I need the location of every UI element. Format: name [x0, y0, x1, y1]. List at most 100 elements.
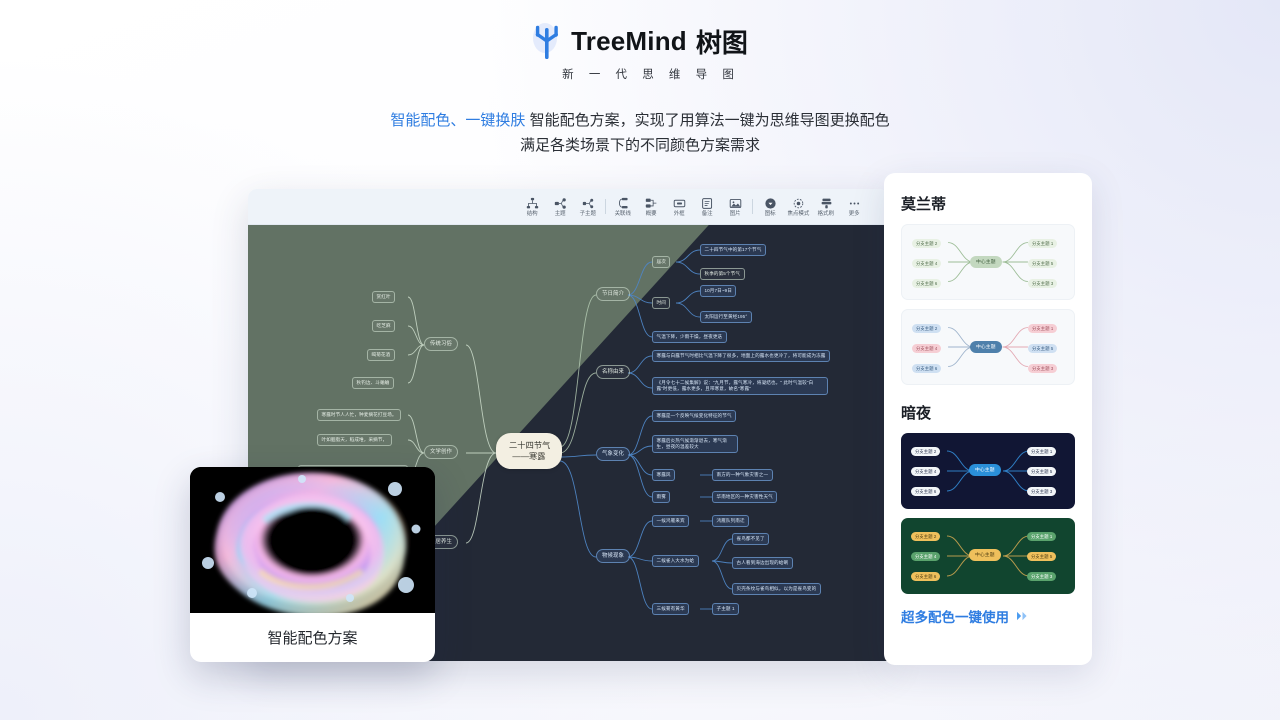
toolbar-button-sticker[interactable]: 图标	[756, 197, 784, 217]
branch-node-literature[interactable]: 文学创作	[424, 445, 458, 459]
topic-icon	[554, 197, 566, 209]
toolbar-label: 焦点模式	[787, 210, 809, 217]
sub-node-order[interactable]: 届次	[652, 256, 671, 269]
brand-name-cn: 树图	[695, 27, 748, 58]
toolbar-label: 格式刷	[817, 210, 835, 217]
branch-node-traditions[interactable]: 传统习俗	[424, 337, 458, 351]
theme-node: 分支主题 4	[912, 344, 942, 353]
theme-node: 分支主题 5	[1028, 344, 1058, 353]
colorful-swirl-artwork	[190, 467, 435, 613]
leaf-node[interactable]: 雨雾	[652, 491, 671, 504]
swirl-illustration	[190, 467, 435, 613]
toolbar-label: 结构	[526, 210, 538, 217]
toolbar-label: 子主题	[579, 210, 597, 217]
theme-node: 分支主题 1	[1027, 532, 1057, 541]
theme-node: 分支主题 3	[1027, 487, 1057, 496]
branch-node-festival-intro[interactable]: 节日简介	[596, 287, 630, 301]
tagline-line-1: 智能配色、一键换肤 智能配色方案，实现了用算法一键为思维导图更换配色	[0, 108, 1280, 133]
leaf-node[interactable]: 寒露时节人人忙，种麦摘花打豆场。	[317, 409, 402, 422]
theme-node: 分支主题 4	[912, 259, 942, 268]
leaf-node[interactable]: 10月7日~9日	[700, 285, 737, 298]
brand-slogan: 新 一 代 思 维 导 图	[562, 69, 740, 81]
leaf-node[interactable]: 子主题 1	[712, 603, 740, 616]
leaf-node[interactable]: 赏红叶	[372, 291, 396, 304]
summary-icon	[645, 198, 656, 208]
toolbar-button-format-brush[interactable]: 格式刷	[812, 197, 840, 217]
leaf-node[interactable]: 二十四节气中的第17个节气	[700, 244, 766, 257]
toolbar-button-topic[interactable]: 主题	[546, 197, 574, 217]
toolbar-button-image[interactable]: 图片	[721, 197, 749, 217]
page-header: TreeMind 树图 新 一 代 思 维 导 图 智能配色、一键换肤 智能配色…	[0, 0, 1280, 158]
leaf-node[interactable]: 古人看到海边出现的蛤蜊	[732, 557, 793, 570]
toolbar-label: 图标	[764, 210, 776, 217]
format-brush-icon	[821, 198, 831, 208]
theme-center-node: 中心主题	[970, 341, 1002, 353]
theme-node: 分支主题 3	[1028, 279, 1058, 288]
leaf-node[interactable]: 华南地区的一种灾害性天气	[712, 491, 778, 504]
leaf-node[interactable]: 二候雀入大水为蛤	[652, 555, 699, 568]
subtopic-icon	[582, 198, 593, 208]
leaf-node[interactable]: 秋季的第5个节气	[700, 268, 745, 281]
theme-node: 分支主题 5	[1027, 467, 1057, 476]
leaf-node[interactable]: 寒露与白露节气时相比气温下降了很多，地面上的露水也更冷了，将可能成为冻露	[652, 350, 830, 363]
sticker-icon	[764, 197, 776, 209]
theme-card-morandi-green[interactable]: 中心主题 分支主题 2 分支主题 4 分支主题 6 分支主题 1 分支主题 5 …	[901, 224, 1075, 300]
leaf-node[interactable]: 寒露风	[652, 469, 676, 482]
leaf-node[interactable]: 南方的一种气象灾害之一	[712, 469, 773, 482]
toolbar-button-summary[interactable]: 概要	[637, 197, 665, 217]
theme-card-morandi-blue-pink[interactable]: 中心主题 分支主题 2 分支主题 4 分支主题 6 分支主题 1 分支主题 5 …	[901, 309, 1075, 385]
leaf-node[interactable]: 贝壳条纹与雀鸟相似，以为是雀鸟变的	[732, 583, 821, 596]
theme-node: 分支主题 4	[911, 467, 941, 476]
brand-logo: TreeMind 树图	[0, 22, 1280, 60]
theme-card-midnight-blue[interactable]: 中心主题 分支主题 2 分支主题 4 分支主题 6 分支主题 1 分支主题 5 …	[901, 433, 1075, 509]
toolbar-button-outline-frame[interactable]: 外框	[665, 197, 693, 217]
toolbar-button-subtopic[interactable]: 子主题	[574, 197, 602, 217]
leaf-node[interactable]: 三候菊有黄华	[652, 603, 690, 616]
branch-node-name-origin[interactable]: 名称由来	[596, 365, 630, 379]
toolbar-divider	[605, 199, 606, 214]
theme-card-forest-gold[interactable]: 中心主题 分支主题 2 分支主题 4 分支主题 6 分支主题 1 分支主题 5 …	[901, 518, 1075, 594]
note-icon	[701, 197, 712, 209]
brand-name-en: TreeMind	[571, 26, 687, 56]
mindmap-root-node[interactable]: 二十四节气 ——寒露	[496, 433, 562, 469]
toolbar-button-more[interactable]: 更多	[840, 197, 868, 217]
image-icon	[729, 198, 741, 208]
theme-node: 分支主题 2	[912, 239, 942, 248]
theme-node: 分支主题 1	[1028, 239, 1058, 248]
root-line-1: 二十四节气	[509, 441, 551, 450]
toolbar-label: 外框	[673, 210, 685, 217]
feature-highlight-card[interactable]: 智能配色方案	[190, 467, 435, 662]
theme-node: 分支主题 1	[1027, 447, 1057, 456]
more-themes-cta[interactable]: 超多配色一键使用	[901, 606, 1075, 626]
sub-node-time[interactable]: 时间	[652, 297, 671, 310]
theme-group-title-morandi: 莫兰蒂	[901, 196, 947, 213]
cta-label: 超多配色一键使用	[901, 610, 1009, 625]
theme-node: 分支主题 3	[1028, 364, 1058, 373]
toolbar-divider	[752, 199, 753, 214]
toolbar-button-note[interactable]: 备注	[693, 197, 721, 217]
more-icon	[849, 202, 859, 204]
leaf-node[interactable]: 吃芝麻	[372, 320, 396, 333]
theme-node: 分支主题 2	[912, 324, 942, 333]
leaf-node[interactable]: 《月令七十二候集解》说："九月节，露气寒冷，将凝结也。" 此时气温较"白露"时更…	[652, 377, 828, 396]
branch-node-weather-change[interactable]: 气象变化	[596, 447, 630, 461]
leaf-node[interactable]: 雀鸟都不见了	[732, 533, 770, 546]
leaf-node[interactable]: 寒露是一个反映气候变化特征的节气	[652, 410, 737, 423]
leaf-node[interactable]: 太阳运行至黄经195°	[700, 311, 752, 324]
editor-toolbar: 结构 主题 子主题	[248, 189, 888, 225]
leaf-node[interactable]: 鸿雁队列南迁	[712, 515, 750, 528]
theme-node: 分支主题 4	[911, 552, 941, 561]
toolbar-button-focus-mode[interactable]: 焦点模式	[784, 197, 812, 217]
theme-node: 分支主题 6	[911, 487, 941, 496]
toolbar-button-structure[interactable]: 结构	[518, 197, 546, 217]
leaf-node[interactable]: 一候鸿雁来宾	[652, 515, 690, 528]
leaf-node[interactable]: 秋钓边、斗蛐蛐	[352, 377, 394, 390]
leaf-node[interactable]: 叶如胭脂天，稻成堆，采摘节，	[317, 434, 392, 447]
tagline-line-2: 满足各类场景下的不同颜色方案需求	[519, 137, 760, 154]
theme-group-title-night: 暗夜	[901, 405, 932, 422]
leaf-node[interactable]: 喝菊花酒	[367, 349, 395, 362]
toolbar-button-relation-line[interactable]: 关联线	[609, 197, 637, 217]
branch-node-phenology[interactable]: 物候现象	[596, 549, 630, 563]
leaf-node[interactable]: 寒露后炎热气候渐渐退去，寒气渐生，昼夜的温差较大	[652, 435, 738, 454]
leaf-node[interactable]: 气温下降，少雨干燥，昼夜更迭	[652, 331, 727, 344]
